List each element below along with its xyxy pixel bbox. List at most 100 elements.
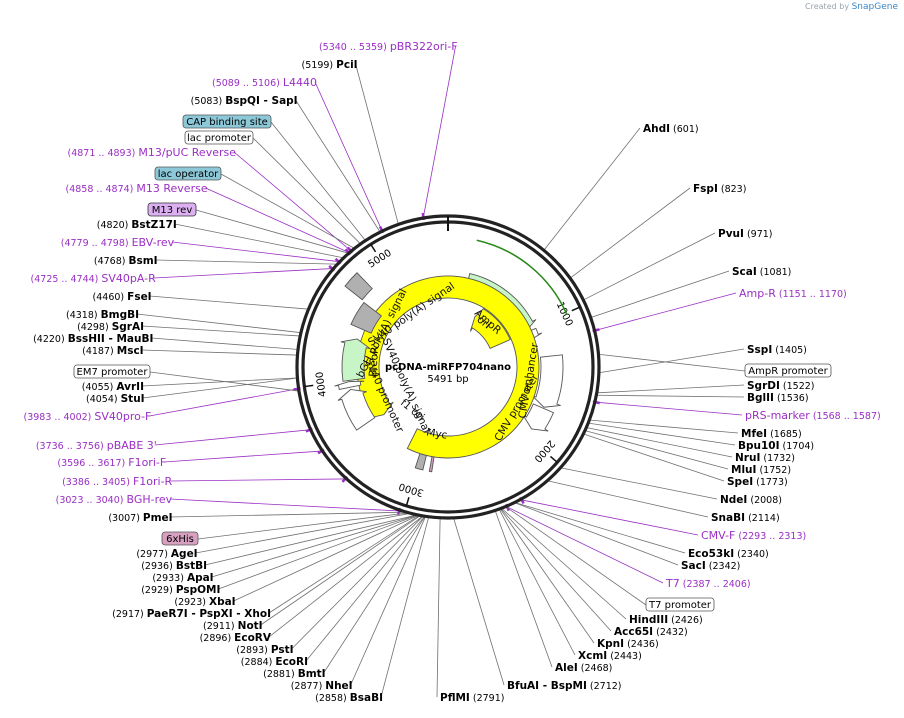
feature-f1-ori[interactable]	[356, 275, 540, 459]
enzyme-spei[interactable]: SpeI (1773)	[727, 476, 788, 488]
primer-cmv-f[interactable]: CMV-F (2293 .. 2313)	[701, 529, 806, 542]
enzyme-pvui[interactable]: PvuI (971)	[718, 228, 773, 240]
enzyme-alei[interactable]: AleI (2468)	[555, 662, 612, 674]
site-coordinate: (4298)	[77, 322, 112, 333]
site-coordinate: (2893)	[236, 645, 271, 656]
primer-f1ori-f[interactable]: (3596 .. 3617) F1ori-F	[57, 456, 166, 469]
enzyme-ecorv[interactable]: (2896) EcoRV	[200, 632, 272, 644]
enzyme-pcii[interactable]: (5199) PciI	[302, 59, 358, 71]
enzyme-avrii[interactable]: (4055) AvrII	[82, 381, 144, 393]
enzyme-sgrai[interactable]: (4298) SgrAI	[77, 321, 144, 333]
feature-ori[interactable]	[469, 305, 511, 350]
primer-amp-r[interactable]: Amp-R (1151 .. 1170)	[739, 287, 847, 300]
primer-f1ori-r[interactable]: (3386 .. 3405) F1ori-R	[62, 475, 172, 488]
enzyme-mlui[interactable]: MluI (1752)	[731, 464, 791, 476]
enzyme-bsmi[interactable]: (4768) BsmI	[94, 255, 158, 267]
enzyme-apai[interactable]: (2933) ApaI	[152, 572, 213, 584]
site-name: BspQI - SapI	[225, 95, 297, 107]
enzyme-acc65i[interactable]: Acc65I (2432)	[614, 626, 688, 638]
primer-l4440[interactable]: (5089 .. 5106) L4440	[212, 76, 317, 89]
enzyme-mfei[interactable]: MfeI (1685)	[741, 428, 802, 440]
feature-box-em7-promoter[interactable]: EM7 promoter	[73, 364, 151, 379]
feature-cmv-promoter[interactable]	[522, 403, 555, 432]
enzyme-paer7i-pspxi-xhoi[interactable]: (2917) PaeR7I - PspXI - XhoI	[112, 608, 271, 620]
enzyme-bsshii-maubi[interactable]: (4220) BssHII - MauBI	[33, 333, 153, 345]
credit-prefix: Created by	[805, 2, 850, 11]
enzyme-nhei[interactable]: (2877) NheI	[291, 680, 353, 692]
enzyme-eco53ki[interactable]: Eco53kI (2340)	[688, 548, 769, 560]
primer-prs-marker[interactable]: pRS-marker (1568 .. 1587)	[745, 409, 881, 422]
enzyme-saci[interactable]: SacI (2342)	[681, 560, 740, 572]
feature-box-lac-operator[interactable]: lac operator	[154, 166, 222, 181]
site-label-text: ScaI (1081)	[732, 266, 791, 278]
site-coordinate: (971)	[744, 229, 773, 240]
site-label-text: (4820) BstZ17I	[97, 219, 177, 231]
enzyme-sgrdi[interactable]: SgrDI (1522)	[747, 380, 815, 392]
label-leader	[584, 232, 716, 300]
site-name: BstZ17I	[131, 219, 176, 231]
enzyme-bglii[interactable]: BglII (1536)	[747, 392, 809, 404]
enzyme-bmgbi[interactable]: (4318) BmgBI	[66, 309, 139, 321]
enzyme-bpu10i[interactable]: Bpu10I (1704)	[738, 440, 814, 452]
label-leader	[153, 268, 333, 279]
feature-box-6xhis[interactable]: 6xHis	[161, 531, 199, 546]
enzyme-xcmi[interactable]: XcmI (2443)	[578, 650, 642, 662]
primer-sv40pro-f[interactable]: (3983 .. 4002) SV40pro-F	[24, 410, 152, 423]
enzyme-bsabi[interactable]: (2858) BsaBI	[315, 692, 383, 704]
primer-t7[interactable]: T7 (2387 .. 2406)	[665, 577, 751, 590]
enzyme-bspqi-sapi[interactable]: (5083) BspQI - SapI	[191, 95, 298, 107]
enzyme-bmti[interactable]: (2881) BmtI	[263, 668, 325, 680]
enzyme-msci[interactable]: (4187) MscI	[82, 345, 143, 357]
enzyme-bstz17i[interactable]: (4820) BstZ17I	[97, 219, 177, 231]
enzyme-bfuai-bspmi[interactable]: BfuAI - BspMI (2712)	[507, 680, 621, 692]
feature-bgh-poly-a-signal[interactable]	[350, 301, 382, 334]
primer-pbabe-3[interactable]: (3736 .. 3756) pBABE 3'	[36, 439, 157, 452]
enzyme-pspomi[interactable]: (2929) PspOMI	[141, 584, 220, 596]
enzyme-hindiii[interactable]: HindIII (2426)	[629, 614, 703, 626]
label-leader	[172, 241, 339, 262]
enzyme-agei[interactable]: (2977) AgeI	[136, 548, 197, 560]
primer-m13-puc-reverse[interactable]: (4871 .. 4893) M13/pUC Reverse	[68, 146, 237, 159]
enzyme-ecori[interactable]: (2884) EcoRI	[241, 656, 308, 668]
feature-box-ampr-promoter[interactable]: AmpR promoter	[744, 363, 832, 378]
site-label-text: SnaBI (2114)	[711, 512, 780, 524]
enzyme-sspi[interactable]: SspI (1405)	[747, 344, 807, 356]
feature-box-m13-rev[interactable]: M13 rev	[147, 202, 197, 217]
site-label-text: Eco53kI (2340)	[688, 548, 769, 560]
feature-em7-promoter[interactable]	[334, 380, 365, 391]
enzyme-kpni[interactable]: KpnI (2436)	[597, 638, 659, 650]
site-coordinate: (4220)	[33, 334, 68, 345]
feature-cmv-enhancer[interactable]	[531, 354, 564, 408]
primer-sv40pa-r[interactable]: (4725 .. 4744) SV40pA-R	[31, 272, 157, 285]
feature-bleor[interactable]	[340, 338, 371, 382]
enzyme-psti[interactable]: (2893) PstI	[236, 644, 293, 656]
site-label-text: (2877) NheI	[291, 680, 353, 692]
feature-sv40-poly-a-signal[interactable]	[344, 272, 373, 301]
enzyme-fspi[interactable]: FspI (823)	[693, 183, 746, 195]
enzyme-stui[interactable]: (4054) StuI	[86, 393, 145, 405]
enzyme-nrui[interactable]: NruI (1732)	[735, 452, 795, 464]
enzyme-noti[interactable]: (2911) NotI	[203, 620, 263, 632]
enzyme-fsei[interactable]: (4460) FseI	[93, 291, 152, 303]
label-leader	[597, 394, 745, 398]
site-name: SV40pA-R	[101, 272, 156, 285]
site-label-text: pRS-marker (1568 .. 1587)	[745, 409, 881, 422]
enzyme-ahdi[interactable]: AhdI (601)	[643, 123, 699, 135]
enzyme-xbai[interactable]: (2923) XbaI	[174, 596, 235, 608]
feature-sv40-promoter[interactable]	[337, 389, 376, 431]
enzyme-pflmi[interactable]: PflMI (2791)	[440, 692, 504, 704]
primer-bgh-rev[interactable]: (3023 .. 3040) BGH-rev	[56, 493, 173, 506]
feature-box-cap-binding-site[interactable]: CAP binding site	[182, 114, 272, 129]
site-coordinate: (2008)	[747, 495, 782, 506]
enzyme-scai[interactable]: ScaI (1081)	[732, 266, 791, 278]
feature-box-bg	[161, 531, 199, 546]
enzyme-pmei[interactable]: (3007) PmeI	[108, 512, 172, 524]
enzyme-ndei[interactable]: NdeI (2008)	[720, 494, 782, 506]
enzyme-bstbi[interactable]: (2936) BstBI	[141, 560, 207, 572]
feature-box-lac-promoter[interactable]: lac promoter	[184, 130, 254, 145]
feature-box-t7-promoter[interactable]: T7 promoter	[645, 597, 715, 612]
enzyme-snabi[interactable]: SnaBI (2114)	[711, 512, 780, 524]
primer-pbr322ori-f[interactable]: (5340 .. 5359) pBR322ori-F	[319, 40, 458, 53]
primer-m13-reverse[interactable]: (4858 .. 4874) M13 Reverse	[66, 182, 208, 195]
primer-ebv-rev[interactable]: (4779 .. 4798) EBV-rev	[61, 236, 175, 249]
